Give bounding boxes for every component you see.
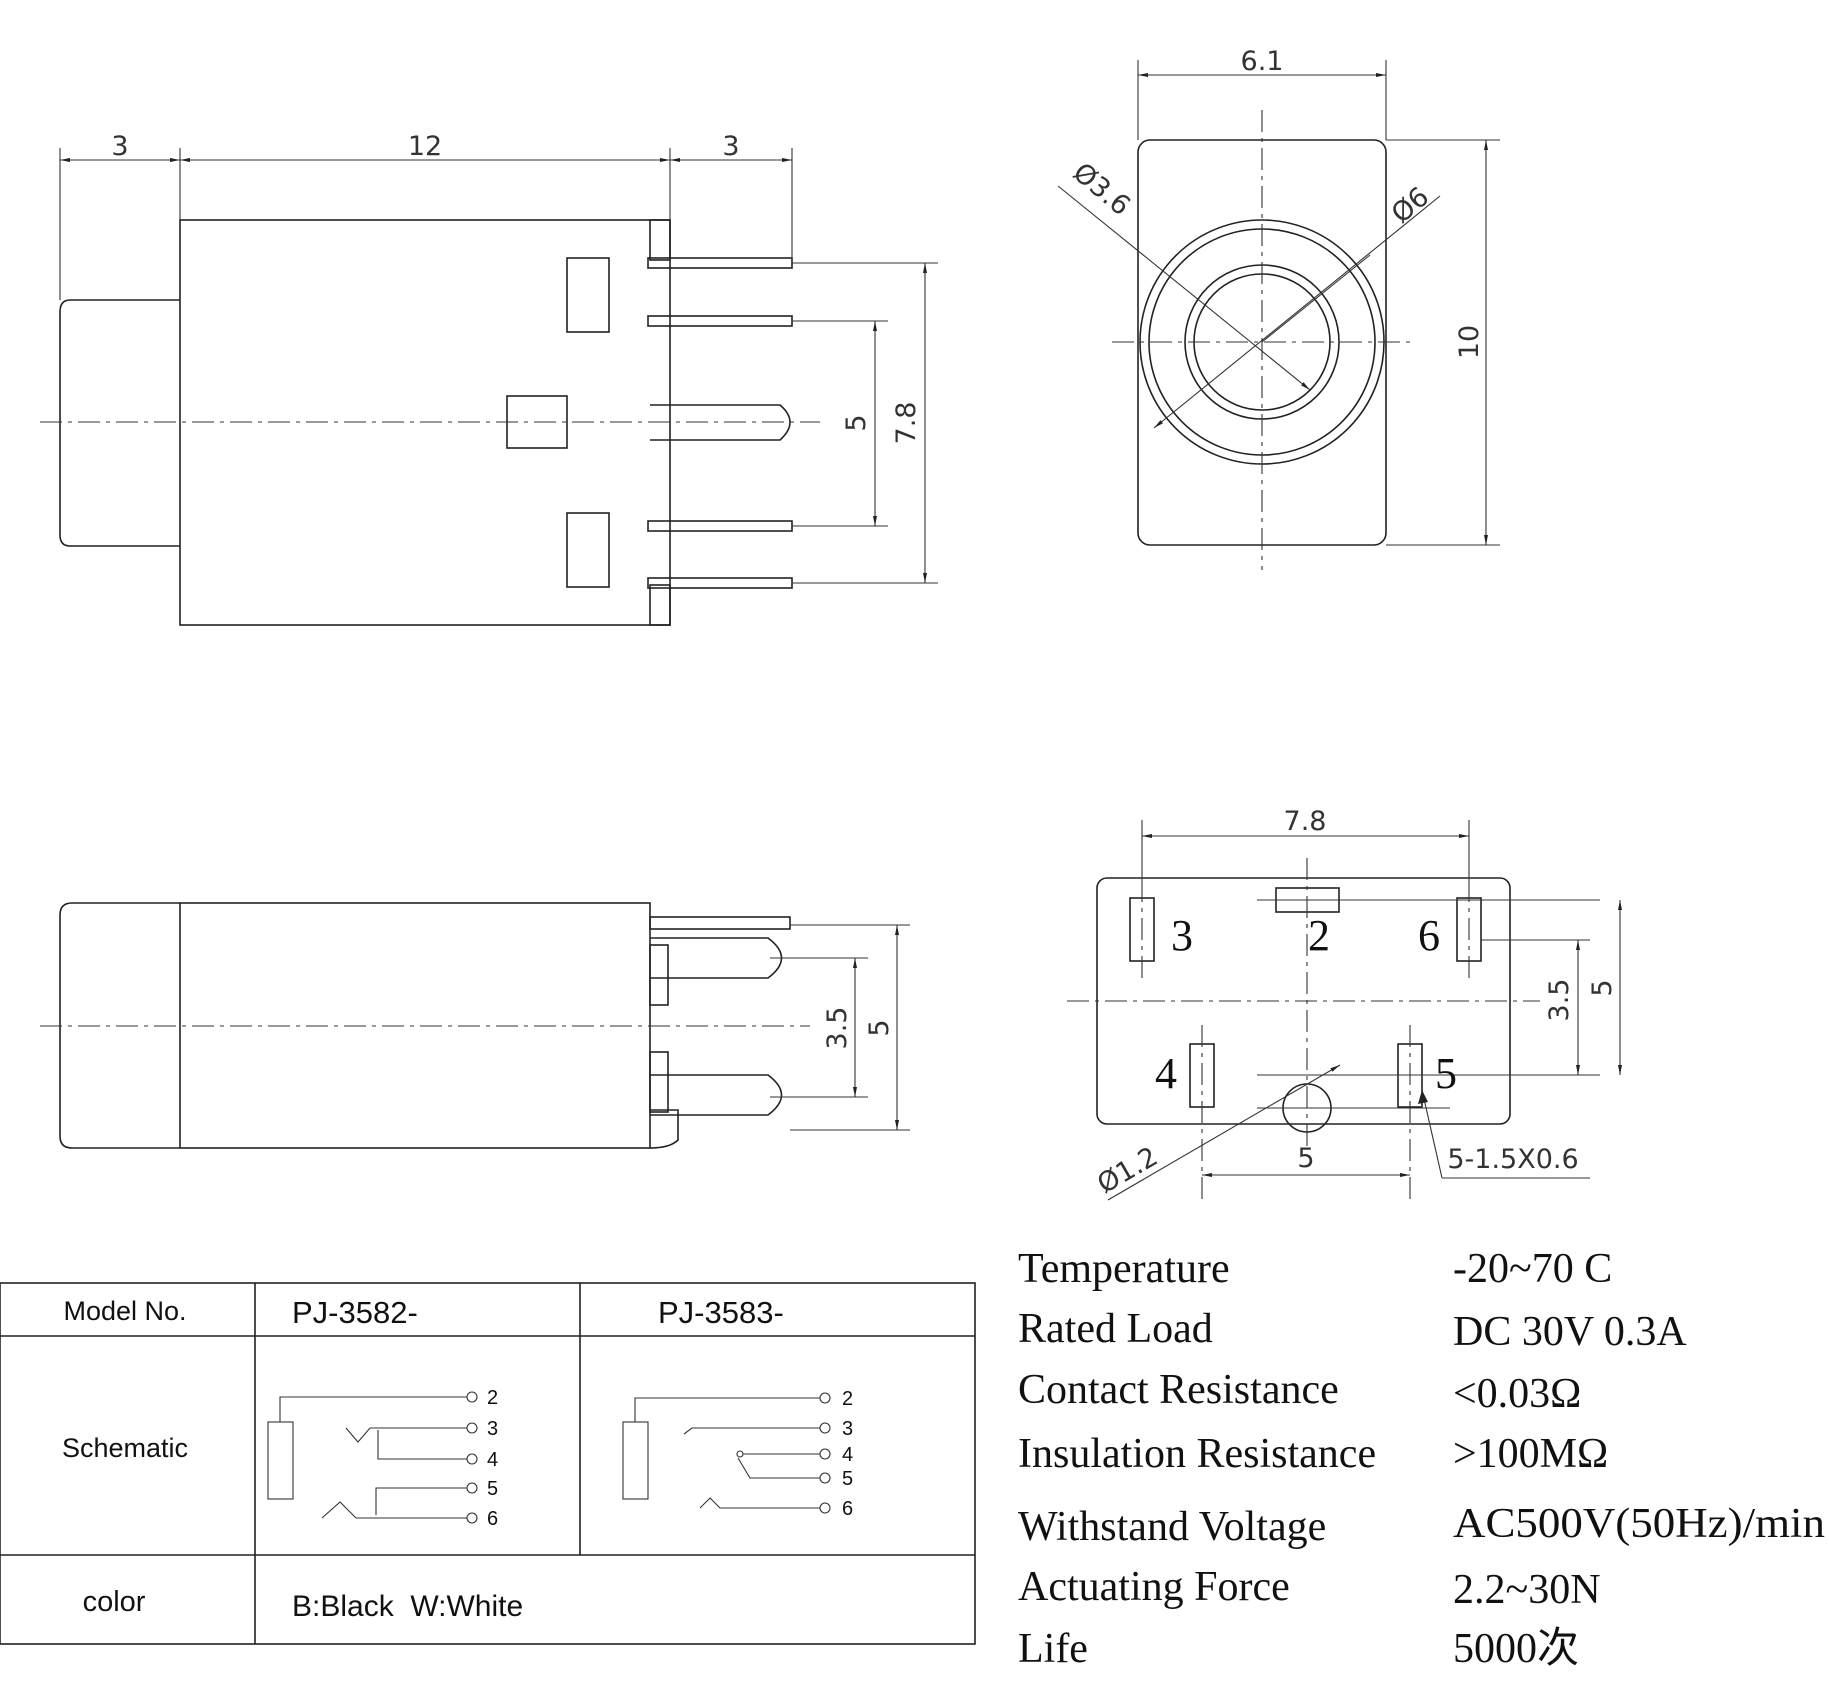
- dim-front-width: 6.1: [1241, 46, 1284, 77]
- table-header-label: Model No.: [63, 1296, 186, 1326]
- front-view: Ø3.6 Ø6 6.1 10: [1057, 46, 1500, 570]
- table-model-a: PJ-3582-: [292, 1295, 418, 1330]
- table-schematic-label: Schematic: [62, 1433, 188, 1463]
- dim-foot-outer: 5: [1587, 979, 1618, 996]
- dim-bottom-side-inner: 3.5: [822, 1007, 853, 1050]
- sch-a-pin-6: 6: [487, 1508, 498, 1530]
- dim-side-top-left: 3: [111, 131, 128, 162]
- dim-foot-bottom: 5: [1297, 1143, 1314, 1174]
- dim-side-pitch-outer: 7.8: [891, 402, 922, 445]
- dim-side-top-right: 3: [722, 131, 739, 162]
- schematic-b: 2 3 4 5 6: [622, 1388, 853, 1520]
- sch-a-pin-2: 2: [487, 1387, 498, 1409]
- pin-label-4: 4: [1155, 1049, 1177, 1098]
- dim-foot-row-pitch: 3.5: [1544, 979, 1575, 1022]
- sch-b-pin-3: 3: [842, 1418, 853, 1440]
- dim-side-top-body: 12: [408, 131, 442, 162]
- dim-foot-hole: Ø1.2: [1092, 1141, 1163, 1200]
- spec-value-temperature: -20~70 C: [1453, 1246, 1612, 1292]
- spec-label-life: Life: [1018, 1626, 1088, 1672]
- spec-label-insulation-resistance: Insulation Resistance: [1018, 1431, 1376, 1477]
- schematic-a: 2 3 4 5 6: [267, 1387, 498, 1530]
- pin-label-5: 5: [1435, 1049, 1457, 1098]
- table-color-label: color: [83, 1586, 146, 1618]
- sch-b-pin-5: 5: [842, 1468, 853, 1490]
- sch-a-pin-4: 4: [487, 1449, 498, 1471]
- spec-label-actuating-force: Actuating Force: [1018, 1564, 1290, 1610]
- dim-bottom-side-outer: 5: [864, 1019, 895, 1036]
- sch-a-pin-5: 5: [487, 1478, 498, 1500]
- dim-front-d-large: Ø6: [1386, 181, 1435, 229]
- sch-a-pin-3: 3: [487, 1418, 498, 1440]
- sch-b-pin-6: 6: [842, 1498, 853, 1520]
- pin-label-6: 6: [1418, 911, 1440, 960]
- spec-label-contact-resistance: Contact Resistance: [1018, 1367, 1339, 1413]
- spec-value-life: 5000次: [1453, 1626, 1579, 1672]
- sch-b-pin-4: 4: [842, 1444, 853, 1466]
- dim-front-height: 10: [1454, 325, 1485, 359]
- spec-value-contact-resistance: <0.03Ω: [1453, 1371, 1581, 1417]
- pin-label-2: 2: [1308, 911, 1330, 960]
- side-view: 3 12 3 7.8 5: [40, 131, 938, 626]
- spec-label-temperature: Temperature: [1018, 1246, 1230, 1292]
- table-color-value: B:Black W:White: [292, 1590, 523, 1623]
- dim-foot-width: 7.8: [1284, 806, 1327, 837]
- table-model-b: PJ-3583-: [658, 1295, 784, 1330]
- spec-value-actuating-force: 2.2~30N: [1453, 1567, 1601, 1613]
- dim-foot-pads: 5-1.5X0.6: [1447, 1144, 1578, 1175]
- spec-list: Temperature -20~70 C Rated Load DC 30V 0…: [1018, 1246, 1825, 1672]
- spec-value-rated-load: DC 30V 0.3A: [1453, 1309, 1687, 1355]
- dim-front-d-small: Ø3.6: [1067, 157, 1136, 222]
- spec-value-withstand-voltage: AC500V(50Hz)/min: [1453, 1501, 1825, 1547]
- sch-b-pin-2: 2: [842, 1388, 853, 1410]
- footprint-view: 3 2 6 4 5 7.8 5 3.5 5 Ø1.2 5-1.5X0.6: [1067, 806, 1622, 1201]
- model-table: Model No. PJ-3582- PJ-3583- Schematic co…: [0, 1282, 976, 1645]
- spec-label-withstand-voltage: Withstand Voltage: [1018, 1504, 1326, 1550]
- dim-side-pitch-inner: 5: [841, 414, 872, 431]
- spec-value-insulation-resistance: >100MΩ: [1453, 1431, 1608, 1477]
- bottom-side-view: 5 3.5: [40, 902, 910, 1149]
- pin-label-3: 3: [1171, 911, 1193, 960]
- spec-label-rated-load: Rated Load: [1018, 1306, 1213, 1352]
